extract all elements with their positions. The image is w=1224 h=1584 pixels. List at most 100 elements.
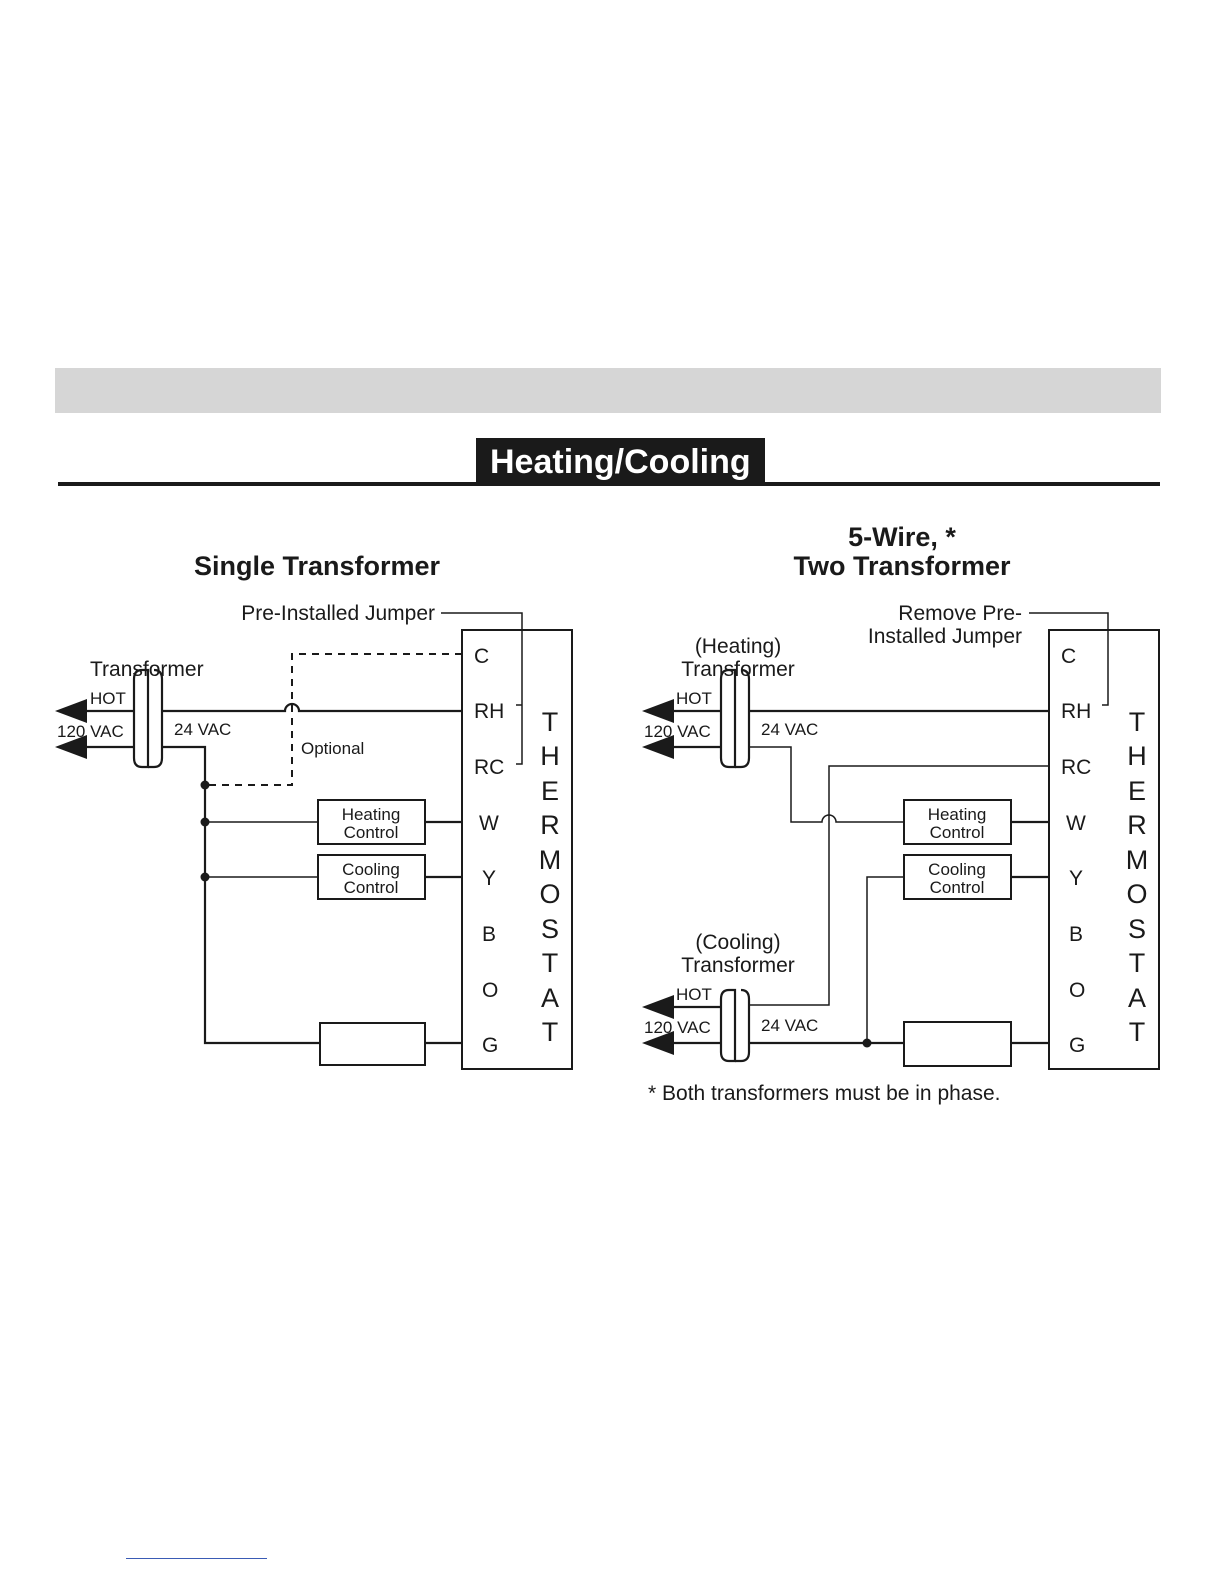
left-primary-wires [86,709,134,749]
right-heating-transformer-primary [719,668,737,769]
right-title-line2: Two Transformer [793,551,1011,581]
left-rh-wire [162,702,462,713]
right-rc-wire [749,765,1049,1006]
right-heating-primary-wires [673,709,721,749]
right-thermostat-letter: R [1127,810,1147,840]
left-terminal-o: O [482,979,498,1002]
section-title: Heating/Cooling [476,438,765,484]
left-fan-control-box [319,1022,426,1066]
right-thermostat-letter: A [1128,983,1146,1013]
right-terminal-rh: RH [1061,700,1091,723]
right-cooling-control-feed [866,876,904,1043]
right-cooling-hot-arrow [642,995,674,1019]
right-thermostat-label: T H E R M O S T A T [1126,707,1149,1047]
left-transformer-secondary-coil [148,668,164,769]
left-thermostat-letter: O [539,879,560,909]
left-thermostat-letter: S [541,914,559,944]
left-hot-arrow [55,699,87,723]
right-heating-control-label: Control [930,823,985,842]
left-thermostat-letter: E [541,776,559,806]
right-terminal-w: W [1066,812,1086,835]
right-thermostat-letter: T [1129,707,1146,737]
right-heating-control-box [903,799,1012,845]
right-jumper [1029,612,1109,706]
right-heating-transformer-label: Transformer [681,658,795,681]
right-hot-label: HOT [676,689,712,708]
right-cooling-transformer-label: Transformer [681,954,795,977]
right-footnote: * Both transformers must be in phase. [648,1082,1001,1105]
left-heating-control-label: Heating [342,805,401,824]
right-24vac-label: 24 VAC [761,720,818,739]
section-rule [58,482,1160,486]
left-title: Single Transformer [194,551,441,581]
left-neutral-arrow [55,735,87,759]
left-thermostat-letter: A [541,983,559,1013]
right-terminal-wires [1011,820,1049,1045]
right-heating-control-label: Heating [928,805,987,824]
left-thermostat-letter: T [542,1017,559,1047]
right-heating-hot-arrow [642,699,674,723]
right-cooling-120vac-label: 120 VAC [644,1018,711,1037]
left-terminal-b: B [482,923,496,946]
right-cooling-control-label: Control [930,878,985,897]
right-thermostat-box [1048,629,1160,1070]
right-heating-neutral-arrow [642,735,674,759]
left-terminal-y: Y [482,867,496,890]
left-cooling-control-label: Control [344,878,399,897]
right-terminals: C RH RC W Y B O G [1061,645,1091,1057]
left-optional-c-wire [205,653,462,786]
right-heating-transformer-secondary [735,668,751,769]
right-cooling-hot-label: HOT [676,985,712,1004]
right-cooling-neutral-arrow [642,1031,674,1055]
right-cooling-control-label: Cooling [928,860,986,879]
left-thermostat-letter: M [539,845,562,875]
right-cooling-transformer-primary [719,988,737,1063]
right-fan-control-box [903,1021,1012,1067]
right-terminal-g: G [1069,1034,1085,1057]
right-terminal-y: Y [1069,867,1083,890]
left-terminal-c: C [474,645,489,668]
right-thermostat-letter: T [1129,1017,1146,1047]
left-terminal-wires [425,820,462,1045]
right-heating-common-wire [749,746,904,823]
left-junction [200,780,210,790]
single-transformer-diagram: Single Transformer C RH RC W Y B O G T H… [55,551,573,1070]
left-24vac-label: 24 VAC [174,720,231,739]
right-terminal-c: C [1061,645,1076,668]
right-cooling-transformer-secondary [735,988,751,1063]
left-thermostat-letter: H [540,741,560,771]
right-thermostat-letter: O [1126,879,1147,909]
left-terminal-w: W [479,812,499,835]
left-optional-label: Optional [301,739,364,758]
right-jumper-label-line1: Remove Pre- [898,602,1022,625]
left-terminal-rc: RC [474,756,504,779]
left-junction [200,872,210,882]
left-hot-label: HOT [90,689,126,708]
left-thermostat-letter: T [542,707,559,737]
left-thermostat-label: T H E R M O S T A T [539,707,562,1047]
footer-link-underline [126,1558,267,1559]
right-thermostat-letter: M [1126,845,1149,875]
left-heating-control-label: Control [344,823,399,842]
right-thermostat-letter: T [1129,948,1146,978]
right-thermostat-letter: S [1128,914,1146,944]
left-thermostat-letter: T [542,948,559,978]
left-transformer-primary-coil [132,668,150,769]
left-thermostat-letter: R [540,810,560,840]
right-heating-transformer-label: (Heating) [695,635,781,658]
right-terminal-o: O [1069,979,1085,1002]
left-jumper-label: Pre-Installed Jumper [241,602,435,625]
left-terminal-rh: RH [474,700,504,723]
header-bar [55,368,1161,413]
right-cooling-control-box [903,854,1012,900]
left-heating-control-box [317,799,426,845]
right-120vac-label: 120 VAC [644,722,711,741]
left-terminal-g: G [482,1034,498,1057]
right-terminal-rc: RC [1061,756,1091,779]
right-jumper-label-line2: Installed Jumper [868,625,1022,648]
left-120vac-label: 120 VAC [57,722,124,741]
right-thermostat-letter: H [1127,741,1147,771]
left-thermostat-box [461,629,573,1070]
left-terminals: C RH RC W Y B O G [474,645,504,1057]
